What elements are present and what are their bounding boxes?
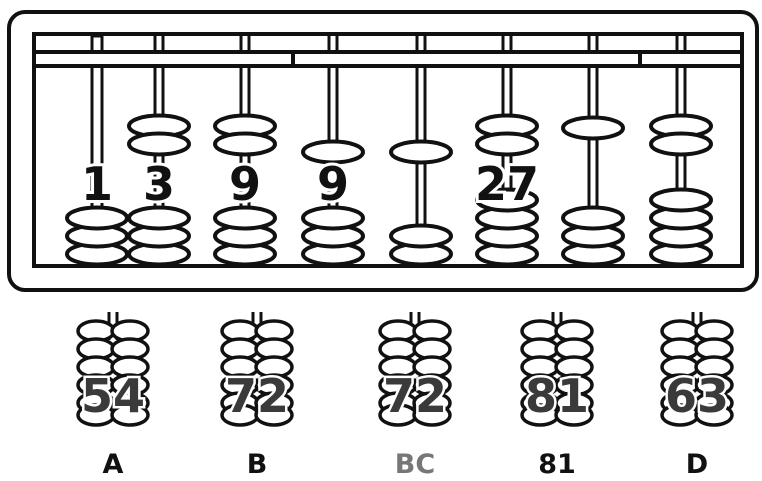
rod-number: 3 <box>143 157 175 211</box>
option-value: 63 <box>665 369 729 423</box>
option-value: 81 <box>525 369 589 423</box>
option-value: 54 <box>81 369 145 423</box>
bead-cluster-icon <box>378 312 452 427</box>
bead-upper <box>561 115 625 141</box>
bead-lower <box>475 187 539 213</box>
bead-lower <box>649 187 713 213</box>
answer-option: 81 81 <box>520 312 594 480</box>
bead-lower <box>561 205 625 231</box>
option-letter: A <box>103 449 124 480</box>
bead-upper <box>475 131 539 157</box>
bead-upper <box>127 131 191 157</box>
bead-lower <box>213 205 277 231</box>
bead-upper <box>649 131 713 157</box>
bead-lower <box>301 205 365 231</box>
answer-option: 72B <box>220 312 294 480</box>
option-value: 72 <box>225 369 289 423</box>
bead-upper <box>301 139 365 165</box>
bead-cluster-icon <box>220 312 294 427</box>
bead-lower <box>389 223 453 249</box>
abacus-beads <box>65 113 713 267</box>
answer-option: 54A <box>76 312 150 480</box>
option-value: 72 <box>383 369 447 423</box>
bead-lower <box>127 205 191 231</box>
option-letter: 81 <box>538 449 576 480</box>
bead-cluster-icon <box>660 312 734 427</box>
rod-number: 9 <box>317 157 349 211</box>
option-letter: D <box>686 449 708 480</box>
abacus-beam <box>32 50 744 68</box>
bead-cluster-icon <box>76 312 150 427</box>
bead-cluster-icon <box>520 312 594 427</box>
option-letter: BC <box>395 449 435 480</box>
rod-number: 1 <box>81 157 113 211</box>
answer-option: 63D <box>660 312 734 480</box>
bead-upper <box>389 139 453 165</box>
rod-number: 27 <box>475 157 539 211</box>
abacus-frame <box>7 10 759 292</box>
rod-number: 9 <box>229 157 261 211</box>
option-letter: B <box>247 449 268 480</box>
bead-upper <box>213 131 277 157</box>
